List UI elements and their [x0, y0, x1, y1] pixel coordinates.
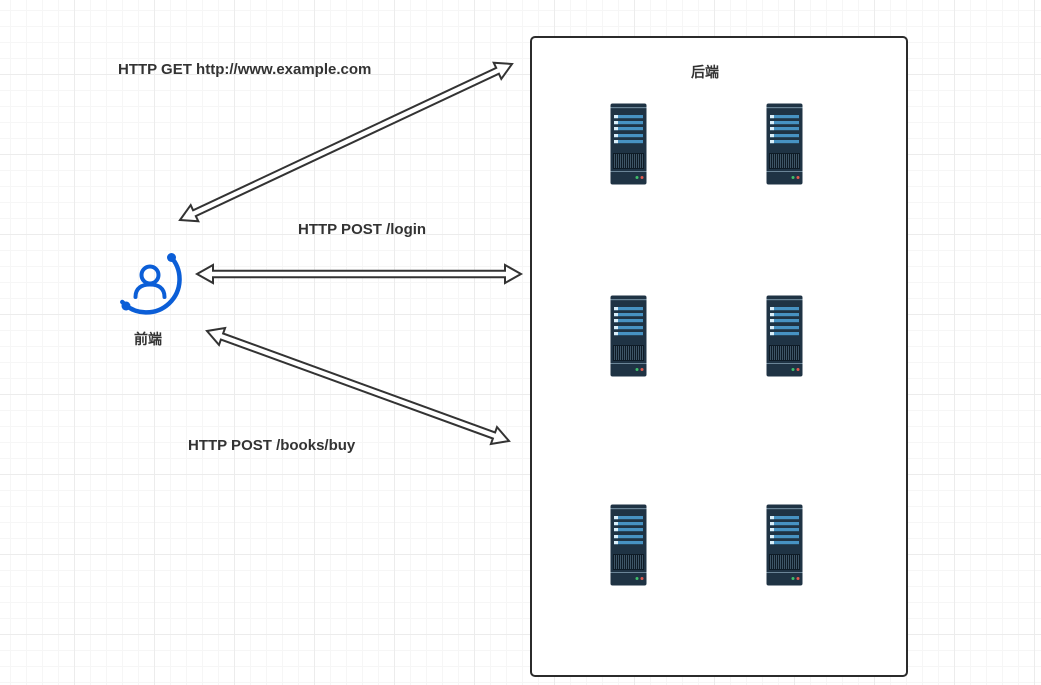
edge-label-login: HTTP POST /login: [298, 221, 427, 238]
get-double-arrow: [178, 61, 514, 223]
frontend-label: 前端: [134, 332, 162, 348]
user-circle-icon: [120, 253, 182, 315]
server-icon: [610, 504, 647, 586]
edge-label-buy: HTTP POST /books/buy: [188, 437, 356, 454]
server-icon: [766, 504, 803, 586]
server-icon: [766, 103, 803, 185]
buy-double-arrow: [205, 326, 511, 446]
server-icon: [766, 295, 803, 377]
backend-label: 后端: [691, 65, 719, 81]
server-icon: [610, 295, 647, 377]
edge-label-get: HTTP GET http://www.example.com: [118, 61, 372, 78]
backend-container: [530, 36, 908, 677]
server-icon: [610, 103, 647, 185]
login-double-arrow: [194, 263, 524, 285]
